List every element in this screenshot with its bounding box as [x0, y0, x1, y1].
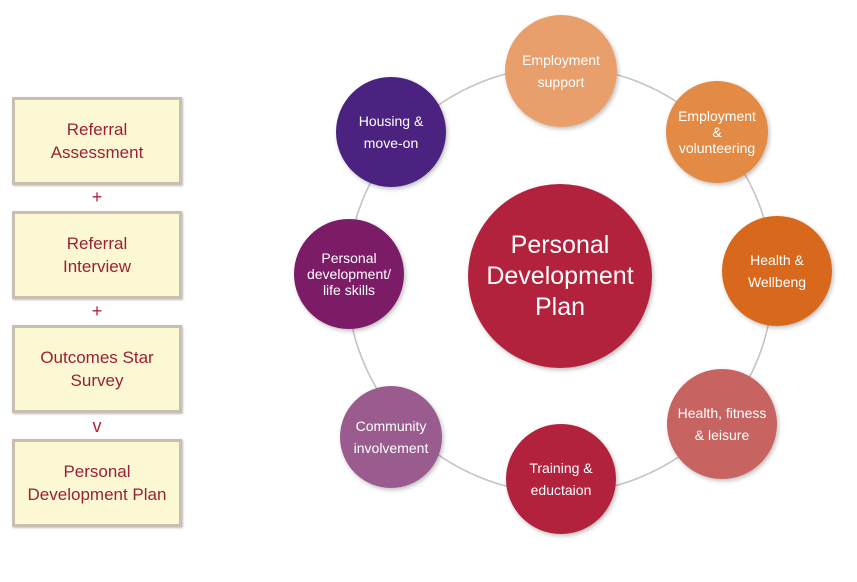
label-line: Plan [535, 293, 585, 321]
label-line: Community [356, 418, 427, 434]
label-line: Employment [678, 108, 756, 124]
label-line: Development [486, 262, 633, 290]
personal-development-plan-box: Personal Development Plan [12, 439, 182, 527]
label-line: & leisure [695, 427, 750, 443]
cycle-node-label: Community involvement [354, 418, 429, 456]
cycle-node: Health & Wellbeng [722, 216, 832, 326]
label-line: involvement [354, 440, 429, 456]
label-line: Housing & [359, 113, 424, 129]
label-line: move-on [364, 135, 418, 151]
referral-assessment-box: Referral Assessment [12, 97, 182, 185]
plus-connector: + [91, 187, 103, 207]
cycle-node-circle [506, 424, 616, 534]
cycle-node-circle [666, 81, 768, 183]
cycle-node: Employment support [505, 15, 617, 127]
label-line: Training & [529, 460, 593, 476]
cycle-node-circle [722, 216, 832, 326]
cycle-node-circle [667, 369, 777, 479]
cycle-node-label: Employment&volunteering [678, 108, 756, 156]
label-line: Wellbeng [748, 274, 806, 290]
cycle-node: Housing & move-on [336, 77, 446, 187]
label-line: development/ [307, 266, 391, 282]
label-line: & [712, 124, 722, 140]
label-line: Personal [321, 250, 376, 266]
label-line: Employment [522, 52, 600, 68]
plus-connector: + [91, 301, 103, 321]
referral-interview-box: Referral Interview [12, 211, 182, 299]
cycle-node-label: Housing & move-on [359, 113, 424, 151]
cycle-node-label: Employment support [522, 52, 600, 90]
label-line: Personal [511, 231, 610, 259]
cycle-node-circle [505, 15, 617, 127]
label-line: Health & [750, 252, 804, 268]
cycle-node: Community involvement [340, 386, 442, 488]
label-line: life skills [323, 282, 375, 298]
label-line: eductaion [531, 482, 592, 498]
cycle-node-label: Health, fitness & leisure [678, 405, 767, 443]
arrow-down-connector: v [92, 416, 102, 436]
cycle-node-circle [294, 219, 404, 329]
cycle-node-circle [340, 386, 442, 488]
cycle-node: Health, fitness & leisure [667, 369, 777, 479]
outcomes-star-survey-box: Outcomes Star Survey [12, 325, 182, 413]
cycle-node: Training & eductaion [506, 424, 616, 534]
cycle-node: Employment&volunteering [666, 81, 768, 183]
label-line: Health, fitness [678, 405, 767, 421]
cycle-node-label: Training & eductaion [529, 460, 593, 498]
cycle-node-label: Health & Wellbeng [748, 252, 806, 290]
label-line: support [538, 74, 585, 90]
label-line: volunteering [679, 140, 755, 156]
cycle-node-circle [336, 77, 446, 187]
